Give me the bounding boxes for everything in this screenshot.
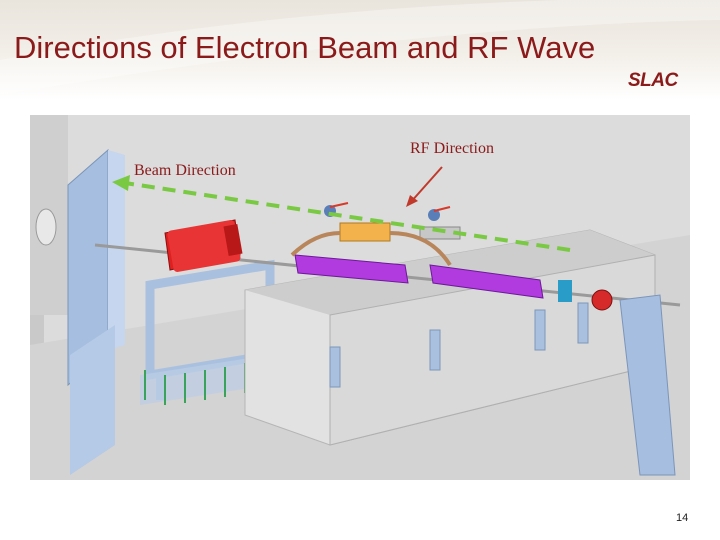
beam-direction-label: Beam Direction xyxy=(134,162,236,179)
rf-direction-label: RF Direction xyxy=(410,140,494,157)
slide-title: Directions of Electron Beam and RF Wave xyxy=(14,30,596,65)
page-number: 14 xyxy=(676,512,689,524)
title-background-swoosh xyxy=(0,0,720,95)
beamline-figure xyxy=(30,115,690,480)
slac-logo: SLAC xyxy=(628,70,678,91)
title-band xyxy=(0,0,720,100)
